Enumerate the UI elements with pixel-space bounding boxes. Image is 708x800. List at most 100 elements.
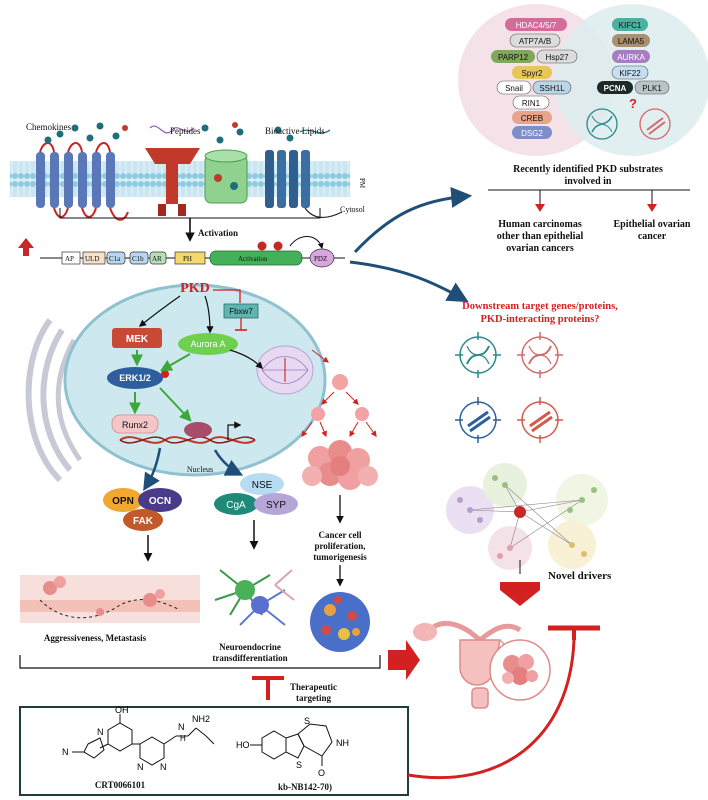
dna-target-icon-teal xyxy=(455,332,501,378)
domain-c1a xyxy=(106,251,126,265)
ocn-oval xyxy=(138,488,182,512)
transcription-factor xyxy=(184,422,212,438)
dna-target-icon-red xyxy=(517,332,563,378)
domain-c1b xyxy=(129,251,149,265)
therapeutic-label-2: targeting xyxy=(296,693,331,703)
therapeutic-label-1: Therapeutic xyxy=(290,682,337,692)
venn-question-mark: ? xyxy=(629,96,637,111)
drug-inhibition-curve xyxy=(407,639,576,780)
opn-label: OPN xyxy=(112,496,134,507)
erk-to-dna-arrow xyxy=(159,387,192,422)
mek-label: MEK xyxy=(126,334,149,345)
substrate-dsg2: DSG2 xyxy=(521,129,543,138)
nucleus-to-neuro-arrow xyxy=(213,449,244,476)
outcomes-bracket xyxy=(19,655,381,669)
nse-label: NSE xyxy=(252,480,273,491)
nucleus-to-osteo-arrow xyxy=(143,447,162,491)
aurora-to-erk-arrow xyxy=(159,353,191,372)
prolif-label-1: Cancer cell xyxy=(318,530,362,540)
peptide-receptor xyxy=(145,148,200,216)
substrate-creb: CREB xyxy=(521,114,543,123)
domain-ap-label: AP xyxy=(65,255,74,263)
downstream-title-2: PKD-interacting proteins? xyxy=(480,314,599,325)
fak-label: FAK xyxy=(133,516,154,527)
fbxw7-label: Fbxw7 xyxy=(229,307,253,316)
phospho-site xyxy=(161,370,169,378)
crt-nh2: NH2 xyxy=(192,714,210,724)
crt-pyr-n2: N xyxy=(160,762,167,772)
prolif-label-3: tumorigenesis xyxy=(313,552,367,562)
substrate-aurka: AURKA xyxy=(617,53,645,62)
activation-bracket xyxy=(59,208,321,219)
substrate-plk1: PLK1 xyxy=(642,84,662,93)
substrate-spyr2: Spyr2 xyxy=(522,69,543,78)
kb-nb142-70-label: kb-NB142-70) xyxy=(278,782,332,792)
substrate-right-pills xyxy=(597,18,670,95)
transcription-start-arrow xyxy=(227,421,242,440)
substrate-atp7a: ATP7A/B xyxy=(519,37,551,46)
crt0066101-label: CRT0066101 xyxy=(95,780,146,790)
neuroendocrine-cells xyxy=(214,569,295,626)
domain-ph xyxy=(174,251,206,265)
kb-o: O xyxy=(318,768,325,778)
domain-activation-label: Activation xyxy=(238,255,268,263)
peptides-label: Peptides xyxy=(170,126,201,136)
runx2-box xyxy=(111,414,159,434)
uterus-ovary-illustration xyxy=(413,621,551,709)
syp-label: SYP xyxy=(266,500,286,511)
pkd-domain-bar xyxy=(40,236,345,268)
substrate-left-pills xyxy=(491,18,578,139)
substrate-kifc1: KIFC1 xyxy=(619,21,642,30)
kb-ho: HO xyxy=(236,740,250,750)
branch-right-1: Epithelial ovarian xyxy=(614,219,691,230)
domain-uld-label: ULD xyxy=(85,255,99,263)
chemokines-label: Chemokines xyxy=(26,122,71,132)
domain-activation xyxy=(209,250,303,266)
crt-n-methyl: N xyxy=(62,747,69,757)
protein-target-icon xyxy=(639,108,671,140)
arrow-to-substrates xyxy=(353,186,473,254)
crt-nh-link: N xyxy=(178,722,185,732)
lipid-squiggle xyxy=(299,129,331,134)
drug-box xyxy=(19,706,409,796)
runx2-label: Runx2 xyxy=(122,420,148,430)
substrate-lama5: LAMA5 xyxy=(618,37,645,46)
fak-oval xyxy=(123,509,163,531)
cell-body xyxy=(25,283,327,483)
peptide-squiggle xyxy=(149,125,195,134)
prolif-label-2: proliferation, xyxy=(314,541,365,551)
arrow-to-downstream xyxy=(349,260,469,303)
branch-left-1: Human carcinomas xyxy=(498,219,582,230)
branch-left-3: ovarian cancers xyxy=(506,243,574,254)
branch-right-2: cancer xyxy=(638,231,667,242)
kb-s2: S xyxy=(296,760,302,770)
plasma-membrane xyxy=(10,122,350,221)
kb-s1: S xyxy=(304,716,310,726)
protein-target-icon-blue xyxy=(455,397,501,443)
cga-oval xyxy=(214,493,258,515)
pkd-to-mek-arrow xyxy=(138,295,181,327)
domain-ap xyxy=(61,251,81,265)
erk-oval xyxy=(107,367,163,389)
dna-target-icon xyxy=(586,108,618,140)
substrate-hdac: HDAC4/5/7 xyxy=(516,21,557,30)
venn-right-circle xyxy=(554,4,708,156)
pkd-fbxw7-link xyxy=(213,289,241,303)
syp-oval xyxy=(254,493,298,515)
substrates-caption-2: involved in xyxy=(565,176,612,187)
cga-label: CgA xyxy=(226,500,246,511)
kb-nh: NH xyxy=(336,738,349,748)
lipid-bilayer xyxy=(10,161,350,197)
opn-oval xyxy=(103,488,143,512)
erk-label: ERK1/2 xyxy=(119,373,151,383)
phospho-site xyxy=(257,241,267,251)
substrates-caption-1: Recently identified PKD substrates xyxy=(513,164,663,175)
mitotic-spindle xyxy=(256,345,314,395)
crt0066101-structure xyxy=(72,714,215,766)
ligand-dots xyxy=(44,122,294,144)
crt-pyr-n1: N xyxy=(137,762,144,772)
branch-right-arrowhead xyxy=(647,204,657,212)
pkd-to-aurora-arrow xyxy=(204,295,214,334)
nse-oval xyxy=(240,473,284,495)
